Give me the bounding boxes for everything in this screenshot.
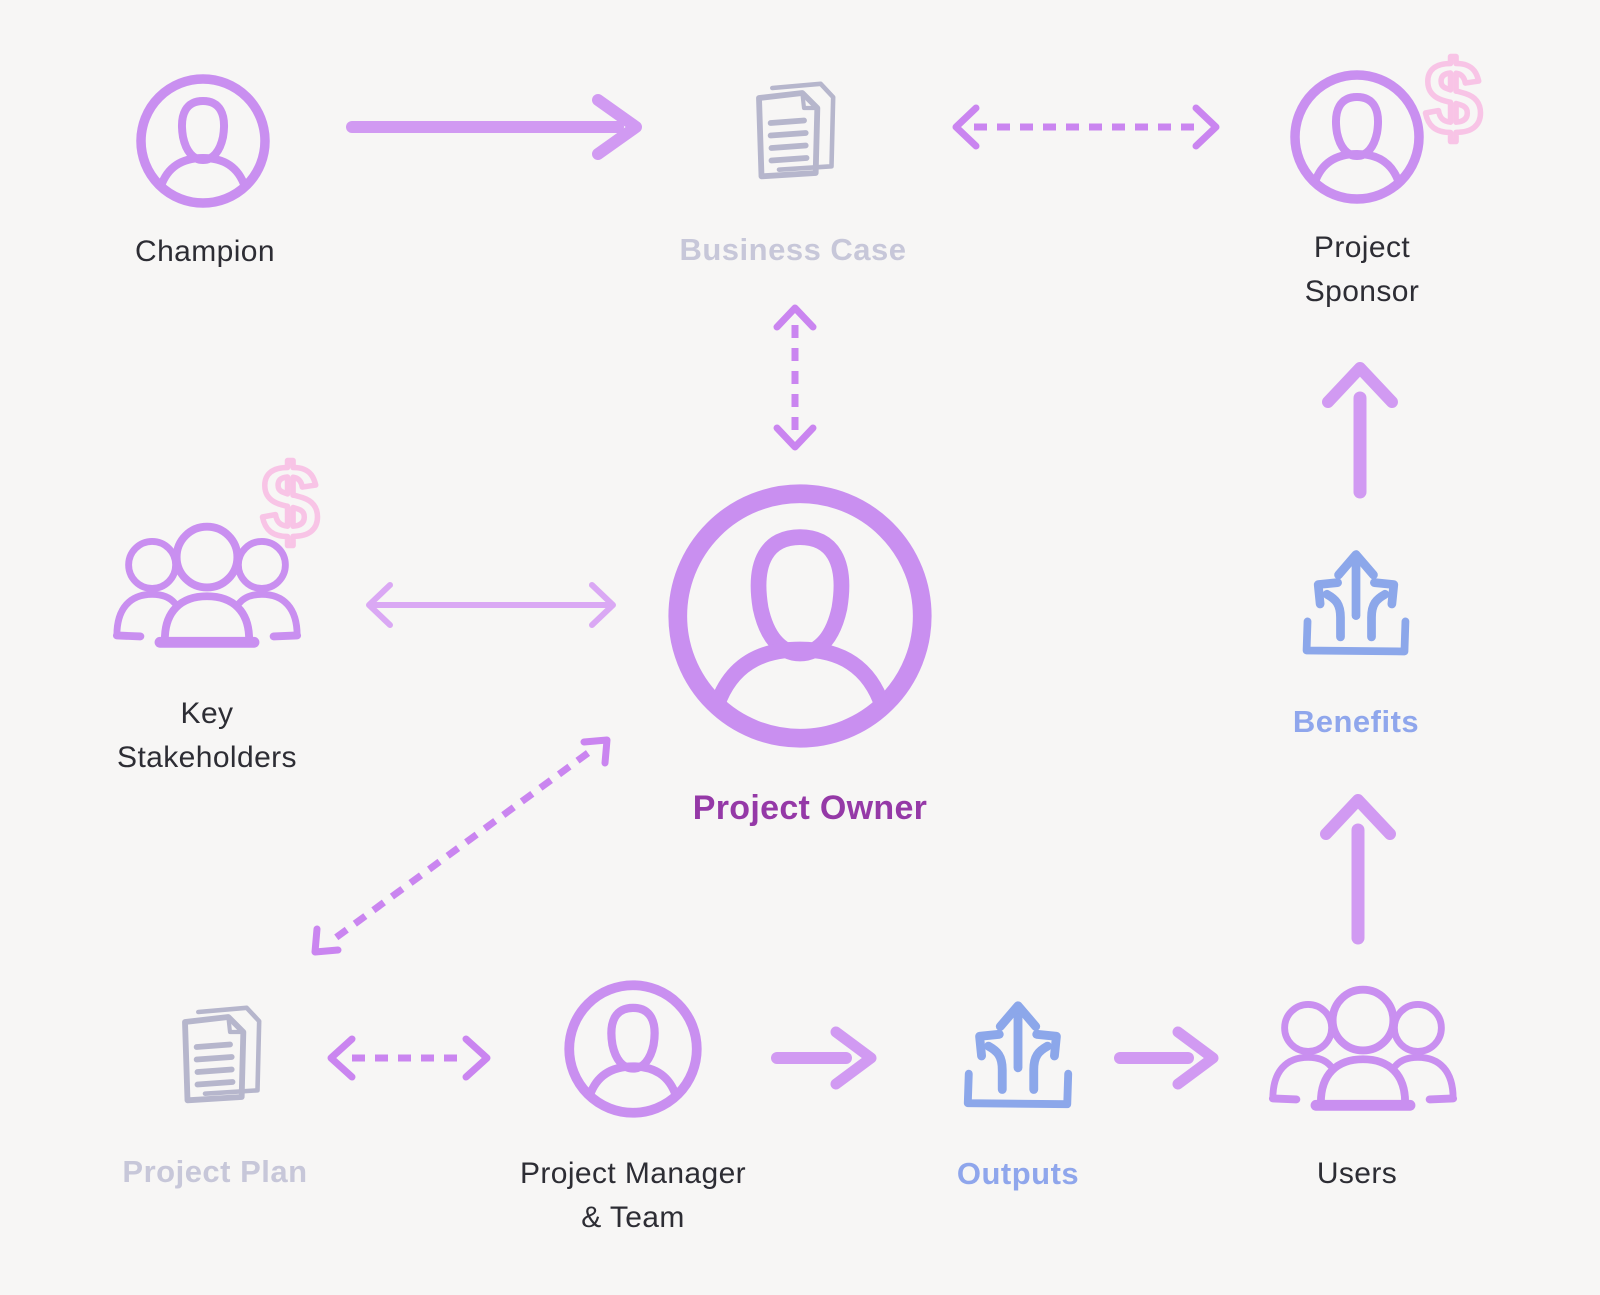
outputs-label: Outputs	[956, 1156, 1080, 1191]
project-owner-label: Project Owner	[692, 789, 928, 827]
document-icon	[744, 70, 844, 186]
arrow-project-manager-to-outputs	[771, 1026, 877, 1090]
arrow-business-case-project-owner	[773, 304, 817, 451]
dollar-icon: $	[1421, 38, 1484, 160]
document-icon	[170, 994, 270, 1110]
arrow-key-stakeholders-project-owner	[366, 582, 616, 628]
key-stakeholders-label: Key Stakeholders	[117, 697, 297, 774]
people-group-icon	[1265, 975, 1461, 1120]
arrow-outputs-to-users	[1114, 1026, 1219, 1090]
arrow-project-plan-project-manager	[327, 1035, 491, 1081]
branching-arrows-icon	[1293, 540, 1419, 666]
arrow-business-case-project-sponsor	[952, 104, 1220, 150]
svg-text:$: $	[261, 445, 319, 561]
champion-label: Champion	[135, 235, 275, 268]
person-circle-icon	[662, 478, 938, 754]
dollar-icon: $	[258, 442, 321, 564]
person-circle-icon	[561, 977, 705, 1121]
svg-text:$: $	[1424, 41, 1482, 157]
business-case-label: Business Case	[679, 232, 907, 267]
project-sponsor-label: Project Sponsor	[1304, 231, 1420, 308]
arrow-benefits-to-project-sponsor	[1322, 362, 1398, 499]
project-manager-team-label: Project Manager & Team	[519, 1157, 747, 1234]
branching-arrows-icon	[954, 991, 1082, 1119]
person-circle-icon	[133, 71, 273, 211]
arrow-champion-to-business-case	[346, 94, 642, 160]
project-plan-label: Project Plan	[122, 1154, 308, 1189]
benefits-label: Benefits	[1292, 704, 1420, 739]
arrow-users-to-benefits	[1320, 794, 1396, 945]
users-label: Users	[1316, 1157, 1398, 1190]
